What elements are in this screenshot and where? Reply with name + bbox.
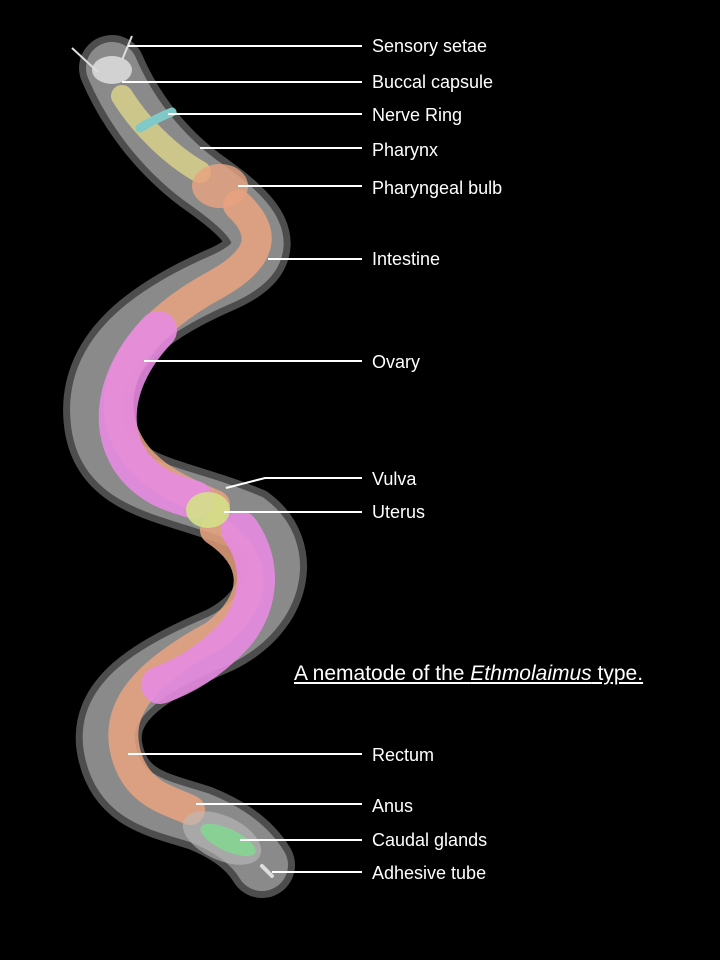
uterus-organ [186, 492, 230, 528]
leader-line-vulva [225, 477, 362, 489]
pharyngeal-bulb-organ [192, 164, 248, 208]
label-caudal-glands: Caudal glands [372, 830, 488, 850]
label-rectum: Rectum [372, 745, 435, 765]
label-intestine: Intestine [372, 249, 441, 269]
label-adhesive-tube: Adhesive tube [372, 863, 487, 883]
sensory-seta-right [121, 35, 133, 61]
label-pharyngeal-bulb: Pharyngeal bulb [372, 178, 503, 198]
label-buccal-capsule: Buccal capsule [372, 72, 494, 92]
buccal-capsule-organ [92, 56, 132, 84]
label-vulva: Vulva [372, 469, 417, 489]
caption-suffix: type. [591, 662, 644, 685]
label-ovary: Ovary [372, 352, 421, 372]
caudal-glands-organ [200, 823, 256, 857]
caption-prefix: A nematode of the [294, 662, 471, 685]
label-anus: Anus [372, 796, 414, 816]
sensory-seta-left [71, 47, 99, 73]
diagram-caption: A nematode of the Ethmolaimus type. [294, 662, 643, 686]
pharynx-organ [111, 85, 211, 183]
label-sensory-setae: Sensory setae [372, 36, 488, 56]
label-nerve-ring: Nerve Ring [372, 105, 463, 125]
ovary-anterior-organ [98, 311, 214, 519]
ovary-posterior-organ [141, 511, 275, 704]
label-uterus: Uterus [372, 502, 426, 522]
label-pharynx: Pharynx [372, 140, 439, 160]
caption-genus: Ethmolaimus [470, 662, 592, 685]
adhesive-tube-organ [260, 864, 274, 878]
